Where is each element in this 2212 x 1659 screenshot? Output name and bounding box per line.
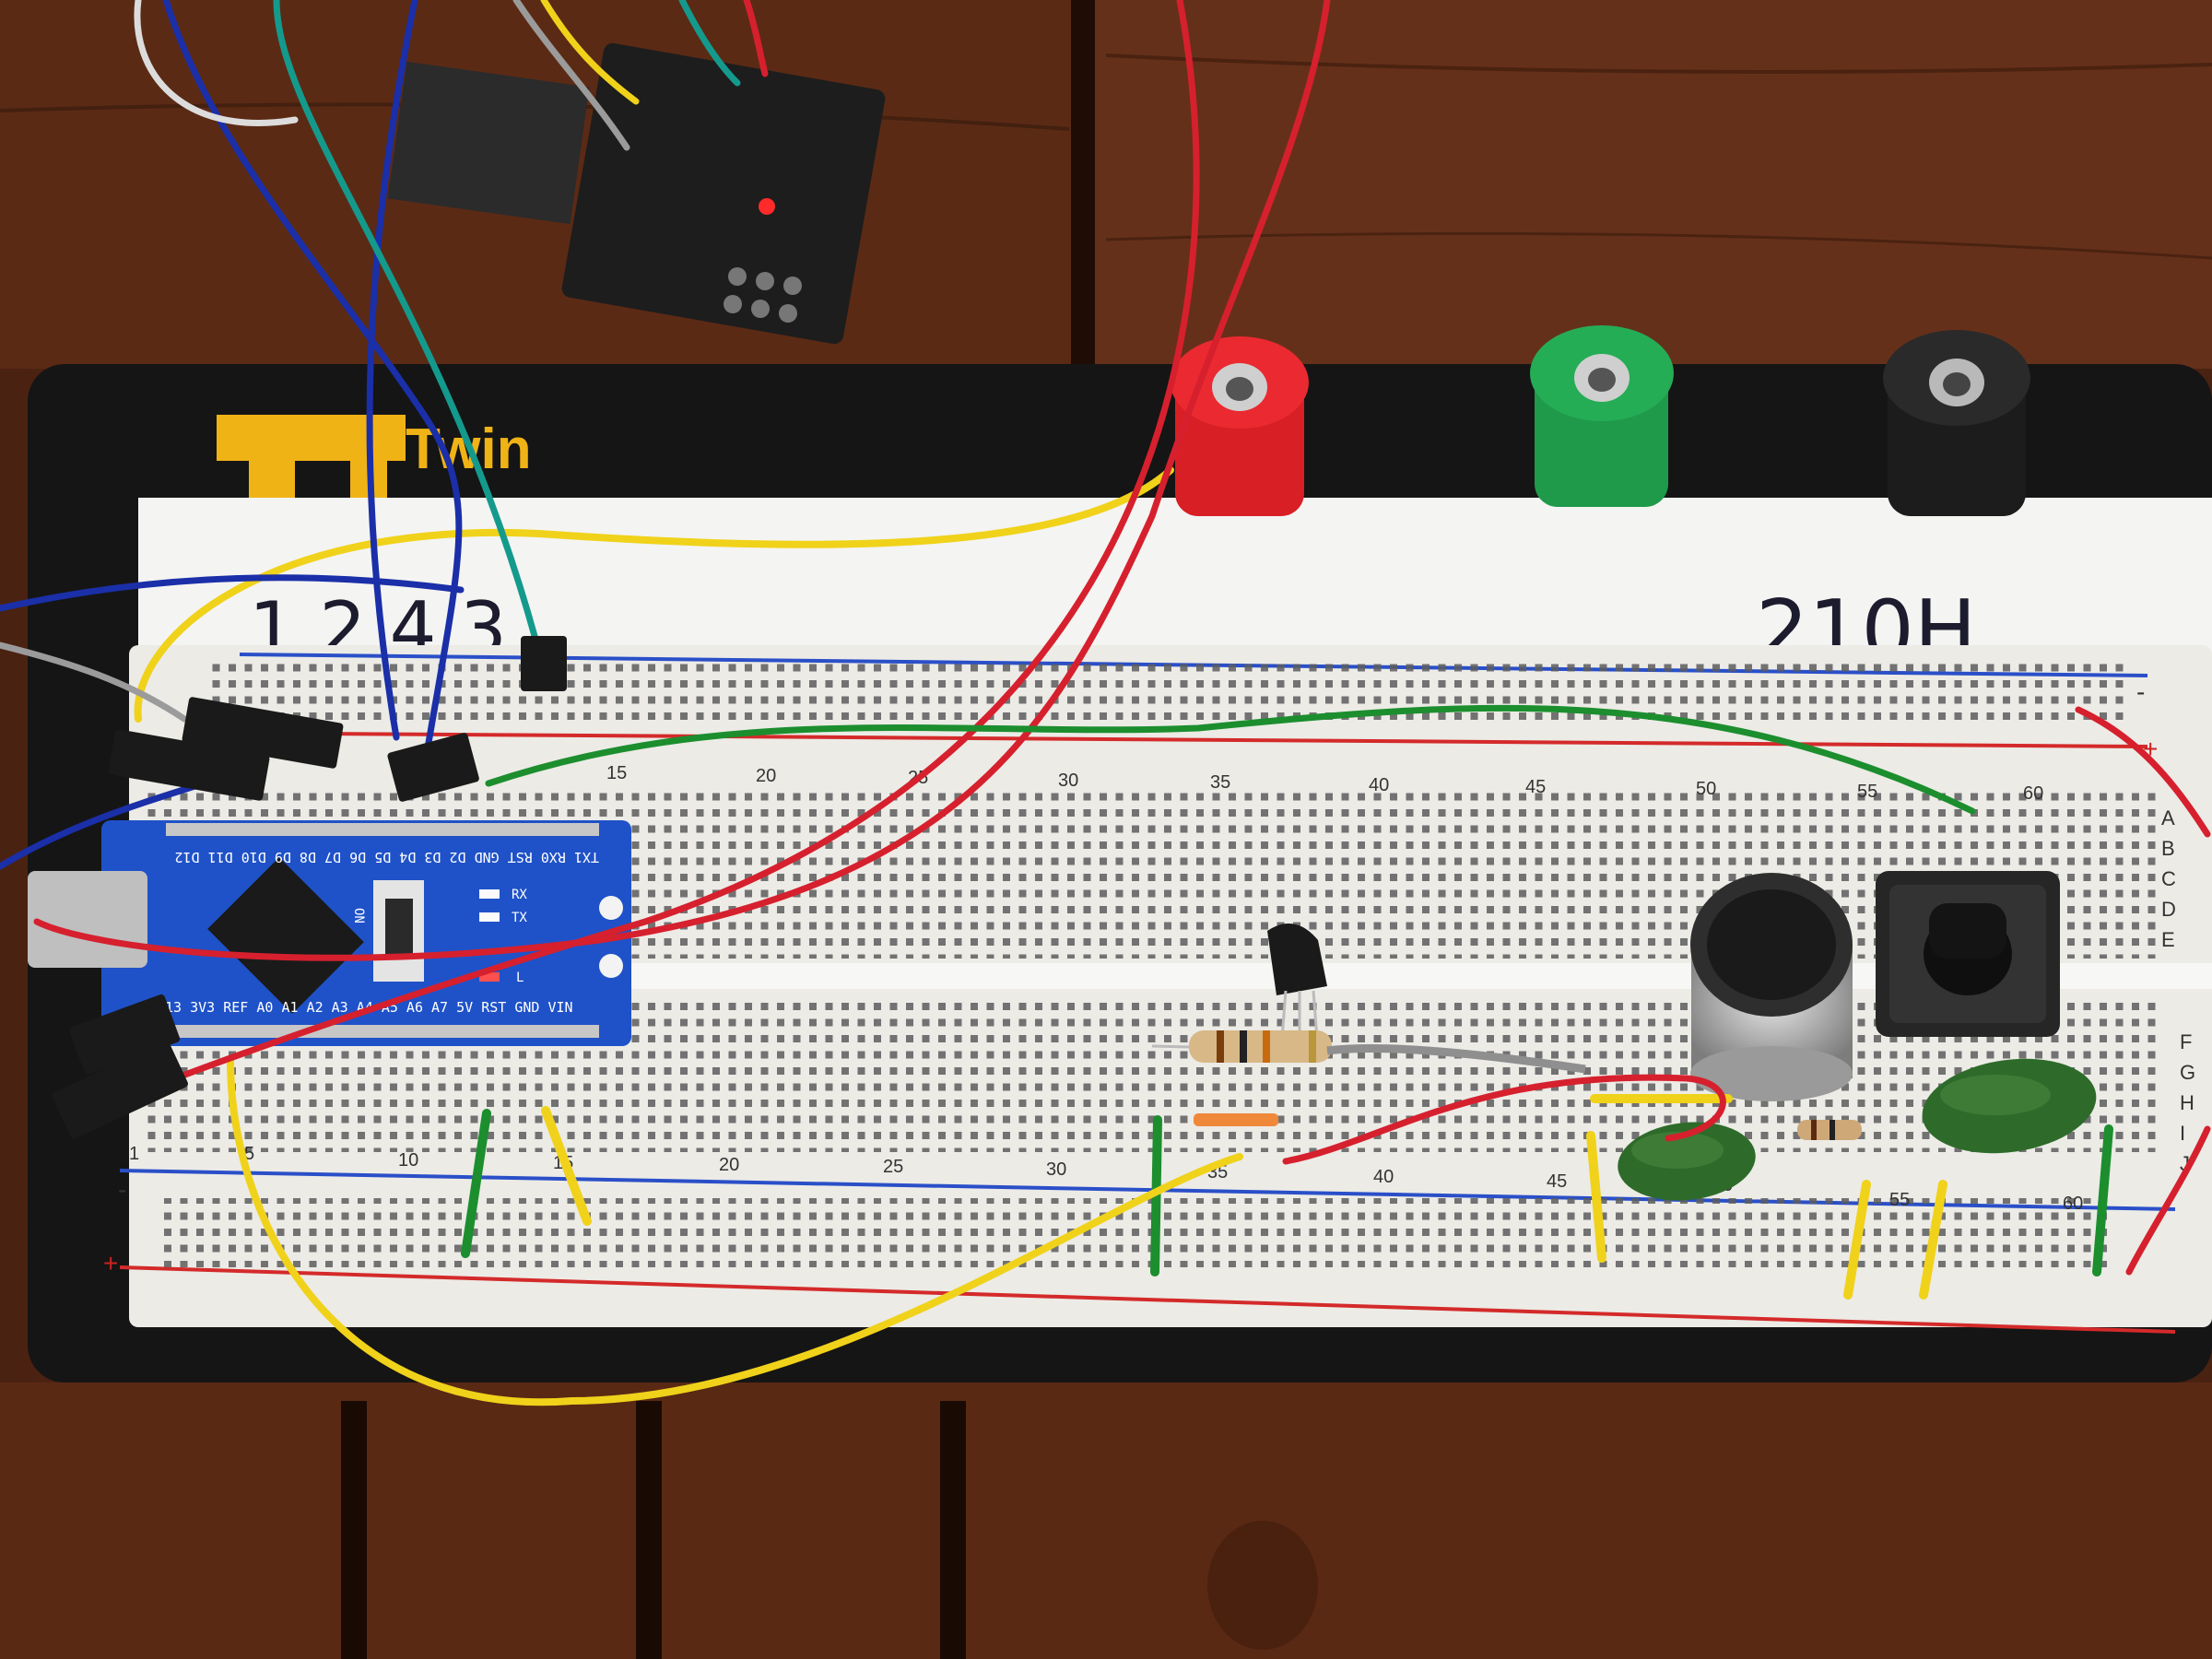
- svg-text:10: 10: [398, 1150, 418, 1171]
- svg-text:55: 55: [1857, 782, 1877, 802]
- capacitor-right: [1922, 1058, 2097, 1154]
- on-led-label: ON: [351, 908, 366, 924]
- binding-post-black[interactable]: [1883, 330, 2030, 516]
- wireless-module: [387, 42, 886, 345]
- binding-post-green[interactable]: [1530, 325, 1674, 507]
- usb-connector: [28, 871, 147, 968]
- svg-text:E: E: [2161, 928, 2175, 951]
- svg-text:40: 40: [1373, 1167, 1394, 1187]
- svg-text:40: 40: [1369, 775, 1389, 795]
- resistor-lower: [1797, 1120, 1862, 1140]
- orange-jumper: [1194, 1113, 1278, 1126]
- arduino-bottom-pin-labels: D13 3V3 REF A0 A1 A2 A3 A4 A5 A6 A7 5V R…: [157, 999, 573, 1016]
- svg-text:+: +: [103, 1249, 118, 1277]
- svg-text:20: 20: [719, 1155, 739, 1175]
- svg-text:G: G: [2180, 1061, 2195, 1084]
- svg-text:60: 60: [2063, 1194, 2083, 1214]
- svg-text:25: 25: [883, 1157, 903, 1177]
- reset-button[interactable]: [385, 899, 413, 954]
- svg-text:35: 35: [1210, 772, 1230, 793]
- svg-text:B: B: [2161, 837, 2175, 860]
- long-jumper-wires: [0, 0, 2211, 1406]
- svg-text:5: 5: [244, 1144, 254, 1164]
- svg-text:A: A: [2161, 806, 2175, 830]
- svg-text:F: F: [2180, 1030, 2192, 1053]
- electret-microphone: [1690, 873, 1853, 1101]
- svg-text:45: 45: [1547, 1171, 1567, 1192]
- dupont-connectors: [52, 636, 567, 1139]
- svg-text:30: 30: [1046, 1159, 1066, 1180]
- svg-text:20: 20: [756, 766, 776, 786]
- svg-text:1: 1: [129, 1144, 139, 1164]
- svg-text:H: H: [2180, 1091, 2194, 1114]
- capacitor-left: [1618, 1122, 1756, 1201]
- svg-text:60: 60: [2023, 783, 2043, 804]
- grey-jumper-wire: [1326, 1044, 1586, 1074]
- row-letters: A B C D E F G H I J: [2161, 806, 2195, 1175]
- tx-led-label: TX: [512, 911, 527, 925]
- bottom-column-numbers: 1 5 10 15 20 25 30 35 40 45 50 55 60: [129, 1144, 2083, 1214]
- svg-text:I: I: [2180, 1122, 2185, 1145]
- svg-text:J: J: [2180, 1152, 2190, 1175]
- svg-text:55: 55: [1889, 1190, 1910, 1210]
- microcontroller-chip: [207, 857, 364, 1014]
- power-led: [759, 198, 775, 215]
- resistor-upper: [1151, 1030, 1356, 1063]
- label-strip: [138, 498, 2212, 664]
- svg-text:45: 45: [1525, 777, 1546, 797]
- svg-text:-: -: [2136, 677, 2145, 706]
- svg-text:30: 30: [1058, 771, 1078, 791]
- l-led-label: L: [516, 971, 524, 985]
- svg-text:50: 50: [1696, 779, 1716, 799]
- svg-text:C: C: [2161, 867, 2176, 890]
- svg-text:15: 15: [606, 763, 627, 783]
- arduino-nano: TX1 RX0 RST GND D2 D3 D4 D5 D6 D7 D8 D9 …: [28, 820, 631, 1046]
- svg-text:-: -: [118, 1175, 126, 1204]
- rx-led-label: RX: [512, 888, 527, 902]
- arduino-top-pin-labels: TX1 RX0 RST GND D2 D3 D4 D5 D6 D7 D8 D9 …: [174, 849, 599, 865]
- binding-post-red[interactable]: [1171, 336, 1309, 516]
- svg-text:D: D: [2161, 898, 2176, 921]
- push-button[interactable]: [1876, 871, 2060, 1037]
